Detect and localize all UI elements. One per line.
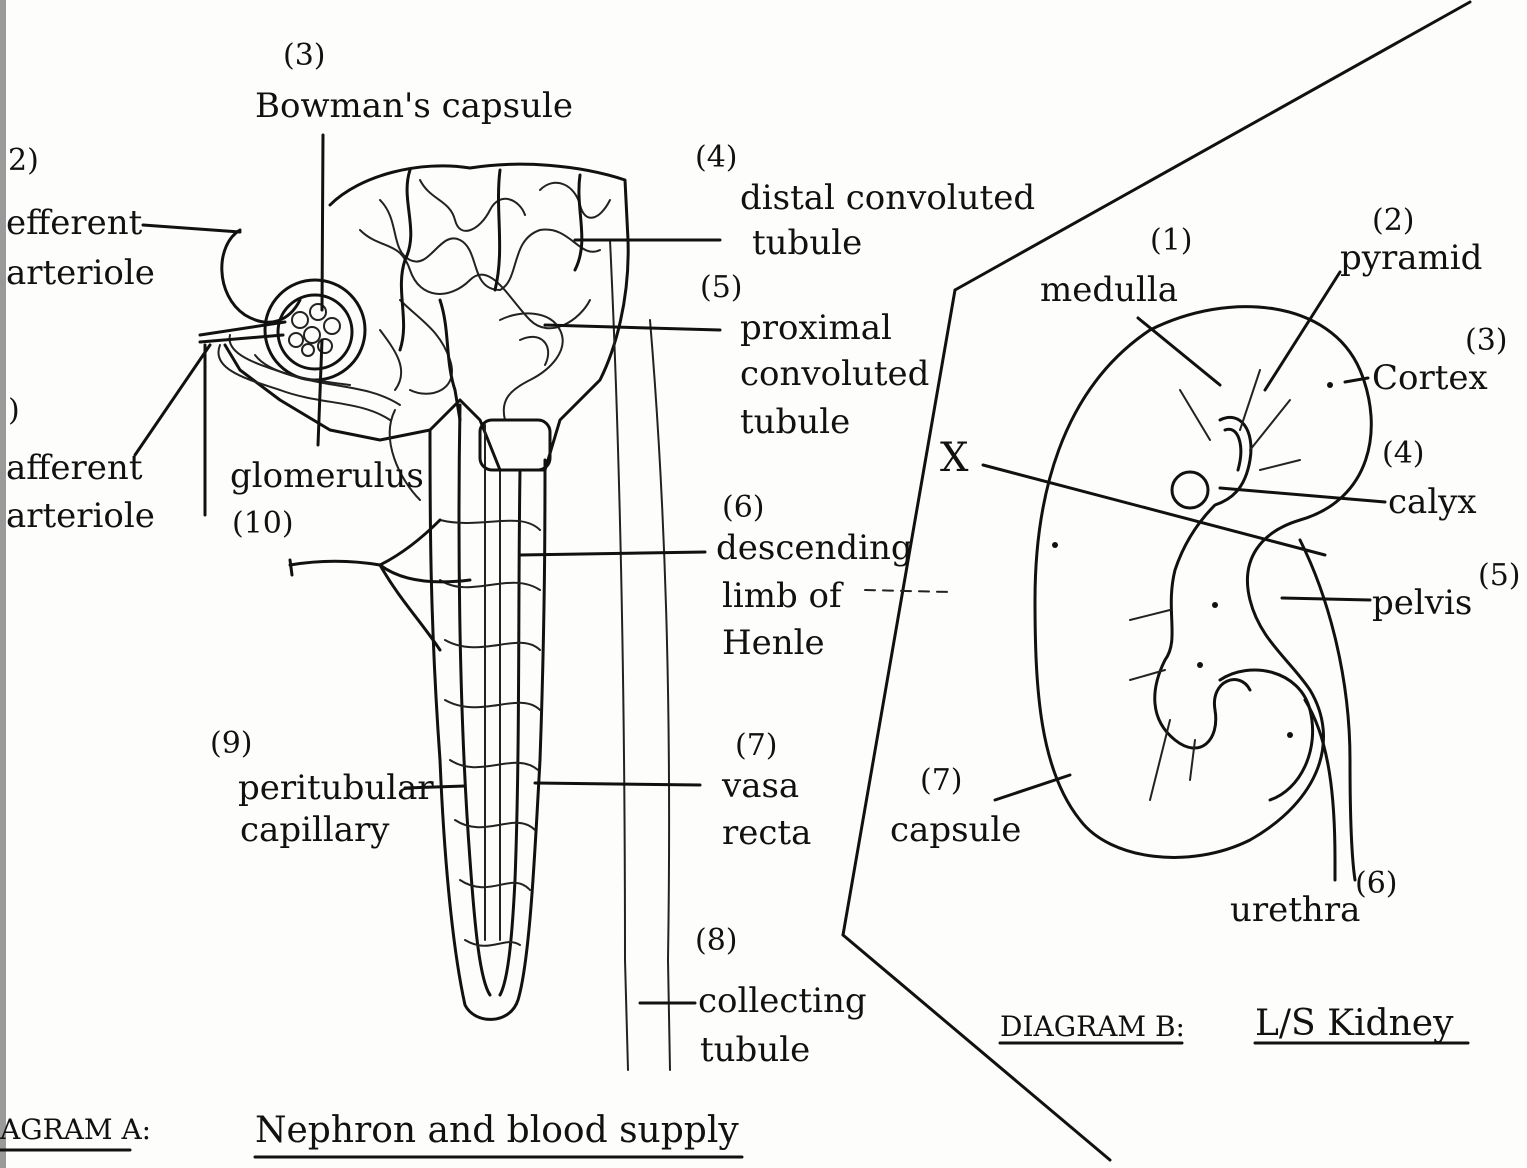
label-collecting-tubule: tubule (700, 1032, 810, 1068)
kidney-outline (1035, 307, 1371, 858)
label-number-6-descending: (6) (722, 492, 765, 524)
label-number-5-pelvis: (5) (1478, 560, 1521, 592)
label-number-7-vasa: (7) (735, 730, 778, 762)
label-distal-convoluted: distal convoluted (740, 180, 1035, 216)
label-proximal-tubule: tubule (740, 404, 850, 440)
label-limb-of: limb of (722, 578, 842, 614)
page-edge (0, 0, 6, 1168)
diagram-b-title: L/S Kidney (1255, 1003, 1453, 1044)
label-number-2-efferent: 2) (8, 145, 39, 177)
label-number-3-cortex: (3) (1465, 325, 1508, 357)
label-collecting: collecting (698, 983, 867, 1019)
label-pelvis: pelvis (1372, 585, 1472, 621)
label-number-5-proximal: (5) (700, 272, 743, 304)
label-distal-tubule: tubule (752, 225, 862, 261)
label-number-3-bowmans: (3) (283, 40, 326, 72)
label-efferent-arteriole: arteriole (6, 255, 155, 291)
label-number-6-urethra: (6) (1355, 868, 1398, 900)
label-number-1-medulla: (1) (1150, 225, 1193, 257)
label-pyramid: pyramid (1340, 240, 1482, 276)
label-number-9-peritubular: (9) (210, 728, 253, 760)
label-number-2-pyramid: (2) (1372, 205, 1415, 237)
label-number-8-collecting: (8) (695, 925, 738, 957)
label-number-1-afferent: ) (8, 395, 20, 427)
label-calyx: calyx (1388, 484, 1477, 520)
label-medulla: medulla (1040, 272, 1178, 308)
label-efferent: efferent (6, 205, 142, 241)
label-number-4-calyx: (4) (1382, 438, 1425, 470)
label-number-10: (10) (232, 508, 294, 540)
label-cortex: Cortex (1372, 360, 1488, 396)
diagram-b-prefix: DIAGRAM B: (1000, 1010, 1185, 1043)
label-x: X (940, 440, 968, 476)
label-proximal-convoluted: convoluted (740, 356, 929, 392)
bracket-bottom (843, 935, 1110, 1160)
label-number-4-distal: (4) (695, 142, 738, 174)
label-henle: Henle (722, 625, 825, 661)
label-recta: recta (722, 815, 811, 851)
label-afferent: afferent (6, 450, 142, 486)
label-capsule: capsule (890, 812, 1021, 848)
label-bowmans-capsule: Bowman's capsule (255, 88, 573, 124)
label-peritubular: peritubular (238, 770, 434, 806)
label-glomerulus: glomerulus (230, 458, 424, 494)
label-descending: descending (716, 530, 913, 566)
label-vasa: vasa (722, 768, 799, 804)
diagram-a-title: Nephron and blood supply (255, 1110, 739, 1151)
label-proximal: proximal (740, 310, 892, 346)
diagram-a-prefix: AGRAM A: (0, 1113, 151, 1146)
label-capillary: capillary (240, 812, 389, 848)
label-urethra: urethra (1230, 892, 1360, 928)
kidney-drawing (1035, 307, 1371, 880)
label-number-7-capsule: (7) (920, 765, 963, 797)
label-afferent-arteriole: arteriole (6, 498, 155, 534)
nephron-drawing (200, 164, 670, 1070)
